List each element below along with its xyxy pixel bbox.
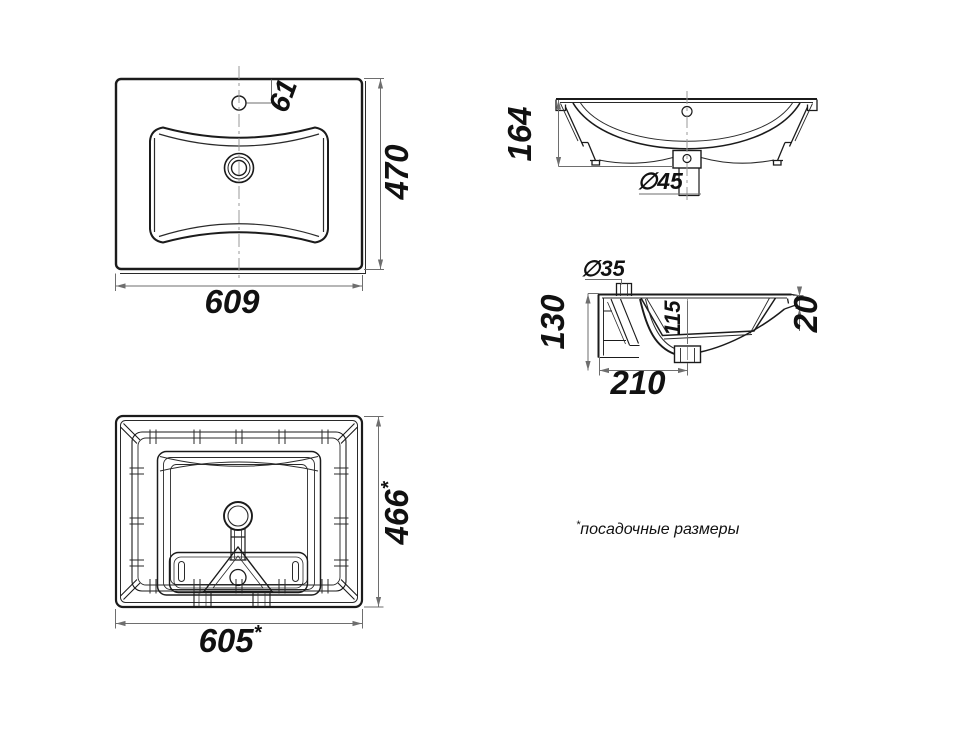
arrowhead [116, 620, 126, 627]
dim-top-depth: 470 [378, 144, 415, 201]
bottom-drain-pipe [229, 528, 247, 561]
top-view: 609 470 61 [114, 66, 415, 320]
bowl-bottom-cross-curves [159, 456, 319, 472]
drain-channel-outer [639, 298, 675, 355]
panel-slot-left [178, 561, 185, 582]
footnote-marker: * [576, 519, 581, 531]
drain-pipe [678, 168, 700, 197]
dim-top-width: 609 [204, 283, 260, 320]
bottom-drain-inner [227, 505, 249, 527]
drain-channel-inner [645, 298, 675, 349]
arrowhead [116, 283, 126, 289]
stiffener-panel [168, 551, 309, 594]
dim-side-height: 130 [534, 294, 571, 350]
bottom-width-dim-lines [115, 609, 363, 629]
bottom-tab-right [252, 591, 271, 608]
bowl-underside-right [700, 308, 785, 353]
dim-drain-diameter: ∅45 [637, 168, 684, 194]
footnote: *посадочные размеры [576, 519, 740, 538]
panel-slot-right [292, 561, 299, 582]
mount-bracket-line [607, 301, 626, 345]
mount-bracket-shelves [598, 310, 639, 359]
arrowhead [555, 100, 562, 110]
dim-bottom-depth-value: 466 [378, 489, 415, 546]
bottom-tab-left [193, 591, 212, 608]
bottom-view: 466* 605* [114, 414, 415, 659]
dim-bowl-depth: 115 [660, 300, 685, 336]
arrowhead [796, 286, 803, 296]
front-side-walls [564, 106, 809, 166]
arrowhead [796, 308, 803, 318]
arrowhead [377, 259, 384, 269]
arrowhead [599, 367, 609, 374]
side-height-dim-lines [587, 293, 599, 371]
arrowhead [585, 361, 591, 371]
rib-frame-inner [137, 437, 341, 586]
arrowhead [585, 294, 591, 304]
basin-rim-outline [149, 126, 329, 244]
arrowhead [375, 417, 382, 427]
bowl-section-inner2 [646, 297, 770, 340]
drain-gusset-inner [212, 555, 264, 589]
bowl-bottom-outer [156, 450, 322, 596]
bottom-tab-lines [198, 592, 266, 607]
dim-bottom-width: 605* [199, 622, 263, 659]
bottom-drain-pipe-inner [234, 530, 242, 559]
approx-marker: * [378, 480, 400, 489]
bowl-bottom-mid [163, 457, 315, 590]
bowl-section-inner [640, 297, 777, 337]
front-view: 164 ∅45 [501, 91, 818, 200]
depth-dim-lines [364, 78, 384, 270]
side-drain-box [673, 345, 702, 364]
bowl-bottom-inner [170, 464, 308, 585]
dim-bottom-depth: 466* [378, 480, 415, 545]
bowl-underside [598, 156, 775, 164]
arrowhead [678, 367, 688, 374]
footnote-text: *посадочные размеры [576, 519, 740, 538]
arrowhead [375, 597, 382, 607]
top-view-edge-offset [120, 81, 366, 274]
dim-faucet-diameter: ∅35 [581, 256, 625, 281]
dim-bottom-width-value: 605 [199, 622, 255, 659]
approx-marker: * [254, 622, 263, 644]
side-rim-and-back [597, 293, 792, 358]
front-height-dim-lines [558, 100, 673, 167]
rib-ticks [129, 429, 349, 594]
side-drain-box-inner [680, 348, 695, 362]
drain-hole-outer [223, 152, 255, 184]
dim-rim-height: 20 [787, 295, 824, 333]
footnote-label: посадочные размеры [580, 521, 739, 538]
corner-braces [120, 423, 358, 600]
front-wall-inner-lines [560, 103, 813, 142]
arrowhead [555, 157, 562, 167]
dim-front-height: 164 [501, 106, 538, 161]
arrowhead [352, 620, 362, 627]
stiffener-panel-inner [173, 556, 304, 589]
faucet-dia-leader [585, 279, 622, 285]
bottom-outline-inner [120, 420, 358, 603]
drain-boss-hole [682, 153, 692, 164]
drain-offset-dim-lines [599, 357, 688, 376]
drain-hole-inner [230, 159, 248, 177]
faucet-boss [615, 282, 633, 296]
bottom-outline [114, 414, 364, 609]
bottom-depth-dim-lines [364, 416, 384, 608]
faucet-boss-inner [620, 283, 628, 296]
rib-frame-outer [131, 431, 347, 592]
side-section-view: ∅35 130 115 20 210 [534, 256, 824, 401]
dim-drain-offset: 210 [609, 364, 666, 401]
side-rim-inner [602, 297, 787, 356]
bottom-drain-outer [223, 501, 253, 531]
arrowhead [377, 79, 384, 89]
arrowhead [352, 283, 362, 289]
faucet-offset-leader [246, 79, 272, 104]
gusset-hole [229, 568, 247, 587]
width-dim-lines [115, 273, 363, 291]
mount-bracket-slope [610, 298, 640, 347]
